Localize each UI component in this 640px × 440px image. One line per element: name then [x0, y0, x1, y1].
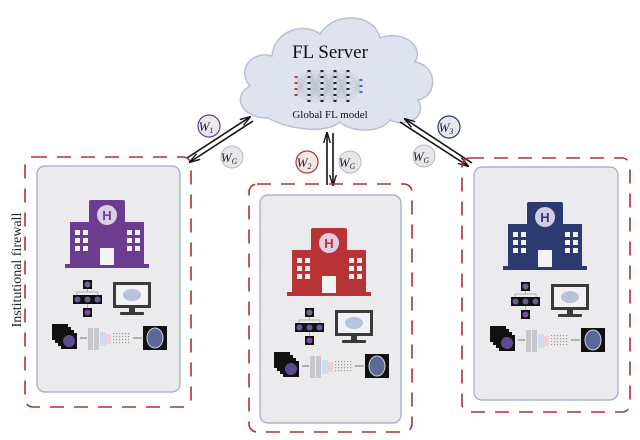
- nn-node: [307, 100, 311, 102]
- nn-node: [307, 70, 311, 72]
- nn-node: [359, 91, 363, 93]
- nn-node: [346, 82, 350, 84]
- svg-text:H: H: [324, 236, 333, 251]
- nn-node: [333, 76, 337, 78]
- svg-text:H: H: [540, 210, 549, 225]
- nn-node: [359, 85, 363, 87]
- nn-node: [333, 88, 337, 90]
- monitor-brain-icon: [551, 284, 589, 317]
- nn-node: [346, 70, 350, 72]
- nn-node: [307, 82, 311, 84]
- svg-text:WG: WG: [221, 150, 238, 166]
- nn-node: [346, 100, 350, 102]
- weight-badge-wg-3: WG: [412, 144, 436, 168]
- nn-node: [307, 94, 311, 96]
- segmentation-pipeline-icon: [490, 326, 605, 352]
- hospital-icon: H: [287, 228, 371, 296]
- svg-text:W3: W3: [439, 120, 454, 136]
- firewall-boundary-3: [461, 157, 631, 413]
- nn-node: [320, 100, 324, 102]
- server-title: FL Server: [292, 42, 368, 63]
- arrow-w1-up: [186, 117, 250, 159]
- segmentation-pipeline-icon: [52, 324, 167, 350]
- nn-node: [346, 88, 350, 90]
- institution-panel-1: [36, 165, 181, 393]
- nn-node: [346, 94, 350, 96]
- nn-node: [333, 100, 337, 102]
- svg-text:W1: W1: [199, 119, 214, 135]
- scan-hierarchy-icon: [295, 308, 324, 345]
- scan-hierarchy-icon: [73, 280, 102, 317]
- svg-text:W2: W2: [297, 155, 312, 171]
- monitor-brain-icon: [113, 282, 151, 315]
- nn-node: [294, 94, 298, 96]
- nn-node: [320, 70, 324, 72]
- segmentation-pipeline-icon: [274, 352, 389, 378]
- nn-node: [346, 76, 350, 78]
- hospital-icon: H: [503, 202, 587, 270]
- institution-1: H: [52, 200, 167, 350]
- server-subtitle: Global FL model: [292, 109, 367, 121]
- institution-3: H: [490, 202, 605, 352]
- nn-node: [294, 82, 298, 84]
- nn-node: [333, 82, 337, 84]
- monitor-brain-icon: [335, 310, 373, 343]
- svg-text:WG: WG: [413, 149, 430, 165]
- nn-node: [333, 94, 337, 96]
- weight-badge-w3: W3: [437, 115, 461, 139]
- arrow-wg-down-3: [399, 121, 468, 166]
- scan-hierarchy-icon: [511, 282, 540, 319]
- nn-node: [294, 76, 298, 78]
- arrow-wg-down-1: [190, 120, 254, 162]
- nn-node: [333, 70, 337, 72]
- institution-panel-3: [473, 166, 619, 401]
- firewall-label: Institutional firewall: [10, 212, 25, 328]
- firewall-boundary-2: [248, 183, 413, 433]
- nn-node: [320, 88, 324, 90]
- weight-badge-wg-2: WG: [338, 150, 362, 174]
- nn-node: [359, 79, 363, 81]
- svg-text:H: H: [102, 208, 111, 223]
- weight-badge-wg-1: WG: [220, 145, 244, 169]
- institution-2: H: [274, 228, 389, 378]
- weight-badge-w1: W1: [197, 114, 221, 138]
- firewall-boundary-1: [24, 156, 192, 408]
- nn-node: [307, 76, 311, 78]
- nn-node: [320, 94, 324, 96]
- nn-node: [294, 88, 298, 90]
- weight-badge-w2: W2: [295, 150, 319, 174]
- nn-node: [320, 76, 324, 78]
- arrow-w3-up: [405, 119, 473, 164]
- svg-text:WG: WG: [339, 155, 356, 171]
- nn-node: [320, 82, 324, 84]
- neural-network-icon: [294, 70, 363, 102]
- nn-node: [307, 88, 311, 90]
- hospital-icon: H: [65, 200, 149, 268]
